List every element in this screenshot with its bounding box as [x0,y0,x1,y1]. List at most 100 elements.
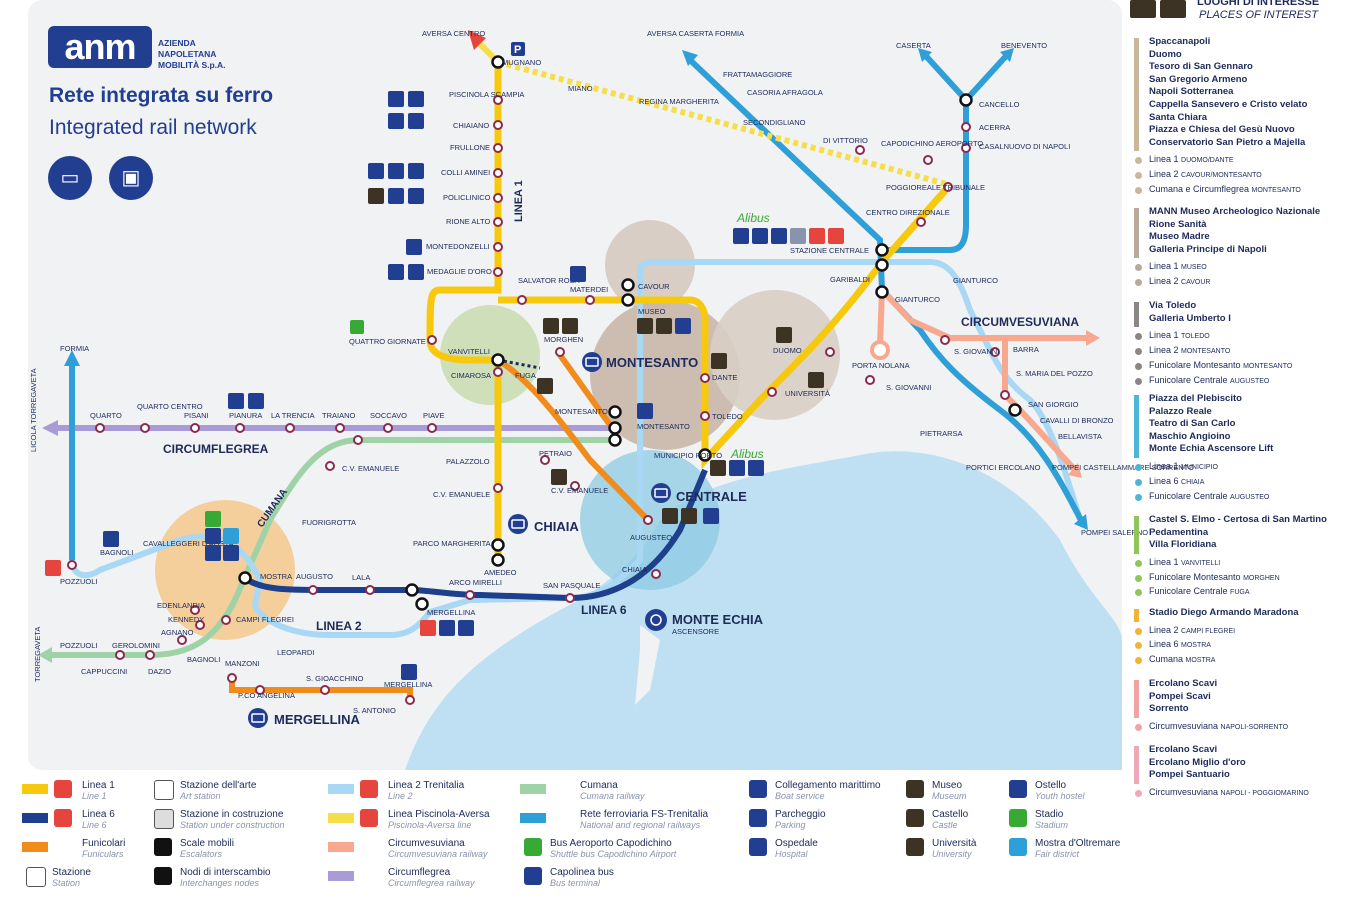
station-marker[interactable] [353,435,363,445]
label-casalnuovo[interactable]: CASALNUOVO DI NAPOLI [979,142,1070,151]
poi-place[interactable]: Palazzo Reale [1149,405,1212,417]
poi-place[interactable]: MANN Museo Archeologico Nazionale [1149,206,1321,217]
poi-place[interactable]: Ercolano Scavi [1149,744,1218,755]
label-centro-direzionale[interactable]: CENTRO DIREZIONALE [866,208,950,217]
label-s-antonio[interactable]: S. ANTONIO [353,706,396,715]
label-gianturco-l1[interactable]: GIANTURCO [895,295,940,304]
hub-monte-echia[interactable]: MONTE ECHIA ASCENSORE [645,609,764,636]
station-marker[interactable] [95,423,105,433]
station-marker[interactable] [875,243,889,257]
station-marker[interactable] [320,685,330,695]
label-chiaia[interactable]: CHIAIA [622,565,647,574]
label-miano[interactable]: MIANO [568,84,593,93]
station-marker[interactable] [825,347,835,357]
label-chiaiano[interactable]: CHIAIANO [453,121,489,130]
station-marker[interactable] [491,553,505,567]
label-petraio[interactable]: PETRAIO [539,449,572,458]
station-marker[interactable] [491,353,505,367]
station-marker[interactable] [961,143,971,153]
hub-chiaia[interactable]: CHIAIA [508,514,579,534]
station-marker[interactable] [700,373,710,383]
poi-place[interactable]: Stadio Diego Armando Maradona [1149,607,1299,618]
label-bagnoli[interactable]: BAGNOLI [100,548,133,557]
station-marker[interactable] [517,295,527,305]
poi-place[interactable]: Piazza e Chiesa del Gesù Nuovo [1149,124,1295,136]
station-marker[interactable] [855,145,865,155]
poi-place[interactable]: Maschio Angioino [1149,430,1231,442]
hub-mergellina[interactable]: MERGELLINA [248,708,361,728]
label-gianturco[interactable]: GIANTURCO [953,276,998,285]
label-soccavo[interactable]: SOCCAVO [370,411,407,420]
label-morghen[interactable]: MORGHEN [544,335,583,344]
label-traiano[interactable]: TRAIANO [322,411,356,420]
label-palazzolo[interactable]: PALAZZOLO [446,457,490,466]
poi-place[interactable]: Tesoro di San Gennaro [1149,61,1253,73]
label-gerolomini[interactable]: GEROLOMINI [112,641,160,650]
station-marker[interactable] [491,55,505,69]
validator-icon[interactable]: ▣ [109,156,153,200]
label-quarto[interactable]: QUARTO [90,411,122,420]
label-cv-emanuele-ch[interactable]: C.V. EMANUELE [433,490,490,499]
label-toledo[interactable]: TOLEDO [712,412,743,421]
label-capodichino[interactable]: CAPODICHINO AEROPORTO [881,139,983,148]
station-marker[interactable] [493,143,503,153]
label-cavalli-bronzo[interactable]: CAVALLI DI BRONZO [1040,416,1114,425]
label-s-maria-pozzo[interactable]: S. MARIA DEL POZZO [1016,369,1093,378]
station-marker[interactable] [365,585,375,595]
label-kennedy[interactable]: KENNEDY [168,615,204,624]
label-torregaveta[interactable]: TORREGAVETA [33,627,42,682]
poi-place[interactable]: Monte Echia Ascensore Lift [1149,443,1274,455]
poi-place[interactable]: Duomo [1149,48,1182,60]
label-stazione-centrale[interactable]: STAZIONE CENTRALE [790,246,869,255]
station-marker[interactable] [643,515,653,525]
station-marker[interactable] [1000,390,1010,400]
label-colli-aminei[interactable]: COLLI AMINEI [441,168,490,177]
label-aversa-centro[interactable]: AVERSA CENTRO [422,29,485,38]
label-cimarosa[interactable]: CIMAROSA [451,371,491,380]
station-marker[interactable] [700,411,710,421]
label-campi-flegrei[interactable]: CAMPI FLEGREI [236,615,294,624]
station-marker[interactable] [493,267,503,277]
station-marker[interactable] [493,483,503,493]
station-marker[interactable] [255,685,265,695]
label-materdei[interactable]: MATERDEI [570,285,608,294]
label-san-pasquale[interactable]: SAN PASQUALE [543,581,600,590]
station-marker[interactable] [221,615,231,625]
station-marker[interactable] [621,293,635,307]
label-licola[interactable]: LICOLA TORREGAVETA [29,368,38,452]
hub-centrale[interactable]: CENTRALE [651,483,747,504]
station-marker[interactable] [383,423,393,433]
label-augusto[interactable]: AUGUSTO [296,572,333,581]
station-marker[interactable] [427,335,437,345]
label-mostra[interactable]: MOSTRA [260,572,292,581]
poi-place[interactable]: Castel S. Elmo - Certosa di San Martino [1149,514,1327,525]
poi-place[interactable]: Ercolano Scavi [1149,678,1218,689]
station-marker[interactable] [608,433,622,447]
station-marker[interactable] [493,367,503,377]
label-dazio[interactable]: DAZIO [148,667,171,676]
label-cancello[interactable]: CANCELLO [979,100,1020,109]
poi-place[interactable]: Pompei Santuario [1149,769,1230,781]
station-marker[interactable] [235,423,245,433]
label-aversa-caserta[interactable]: AVERSA CASERTA FORMIA [647,29,744,38]
label-leopardi[interactable]: LEOPARDI [277,648,314,657]
station-marker[interactable] [190,423,200,433]
poi-place[interactable]: Galleria Principe di Napoli [1149,243,1267,255]
poi-place[interactable]: Ercolano Miglio d'oro [1149,756,1246,768]
station-marker[interactable] [493,120,503,130]
station-marker[interactable] [608,405,622,419]
station-marker[interactable] [67,560,77,570]
label-casoria[interactable]: CASORIA AFRAGOLA [747,88,823,97]
label-policlinico[interactable]: POLICLINICO [443,193,491,202]
station-marker[interactable] [923,155,933,165]
poi-place[interactable]: Napoli Sotterranea [1149,86,1234,98]
station-marker[interactable] [405,583,419,597]
station-marker[interactable] [405,695,415,705]
station-marker[interactable] [145,650,155,660]
label-edenlandia[interactable]: EDENLANDIA [157,601,205,610]
station-marker[interactable] [875,258,889,272]
poi-place[interactable]: Spaccanapoli [1149,36,1211,47]
station-marker[interactable] [415,597,429,611]
label-s-giovanni[interactable]: S. GIOVANNI [886,383,931,392]
label-formia[interactable]: FORMIA [60,344,89,353]
